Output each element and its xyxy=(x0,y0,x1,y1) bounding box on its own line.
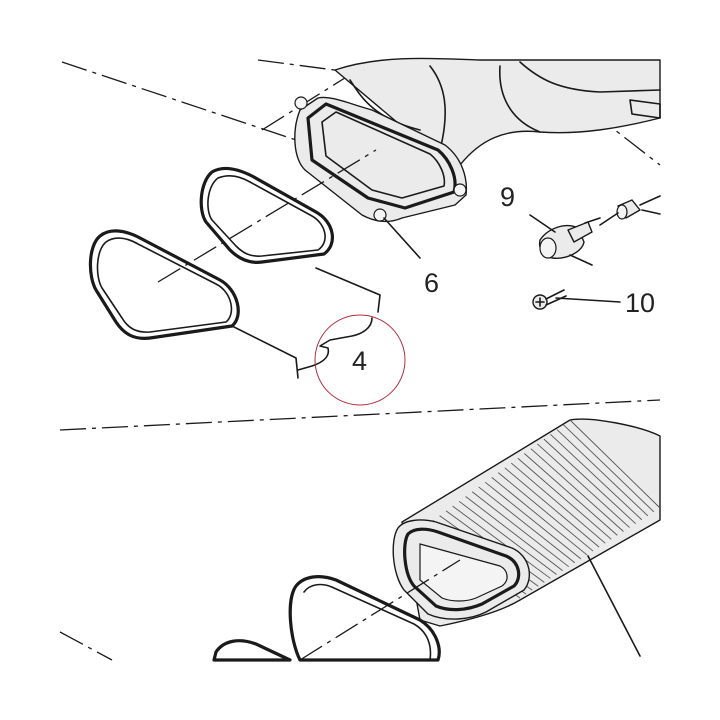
filter-rib xyxy=(504,467,600,548)
label-part-9: 9 xyxy=(500,182,515,212)
upper-air-duct xyxy=(334,57,661,186)
gasket-large xyxy=(88,229,240,340)
filter-rib xyxy=(543,438,636,524)
filter-rib xyxy=(465,496,563,571)
filter-rib xyxy=(511,462,606,544)
filter-rib xyxy=(517,457,612,540)
filter-rib xyxy=(537,443,630,528)
screw-part-10 xyxy=(532,289,621,310)
filter-rib xyxy=(497,472,594,552)
filter-rib xyxy=(524,453,618,536)
label-part-10: 10 xyxy=(625,288,655,318)
filter-rib xyxy=(530,448,624,532)
filter-rib xyxy=(471,491,569,568)
label-part-4: 4 xyxy=(352,346,367,376)
duct-flange xyxy=(294,96,468,223)
filter-rib xyxy=(556,429,649,517)
part-4-leaders xyxy=(157,149,381,379)
part-6-leader xyxy=(383,217,421,259)
callout-circle-4 xyxy=(314,314,406,406)
filter-rib xyxy=(550,434,643,521)
lower-gasket-2 xyxy=(212,639,292,662)
gasket-small xyxy=(199,166,334,264)
filter-rib xyxy=(478,486,576,564)
label-part-6: 6 xyxy=(424,268,439,298)
filter-rib xyxy=(569,419,661,509)
filter-rib xyxy=(458,500,557,575)
sensor-part-9 xyxy=(529,214,601,266)
filter-rib xyxy=(452,505,551,579)
filter-rib xyxy=(484,481,582,560)
lower-axis xyxy=(299,559,461,661)
lower-gasket-1 xyxy=(288,575,441,662)
filter-rib xyxy=(563,424,655,513)
air-filter-element xyxy=(392,418,661,657)
nut-part xyxy=(599,195,661,226)
filter-rib xyxy=(491,477,588,556)
